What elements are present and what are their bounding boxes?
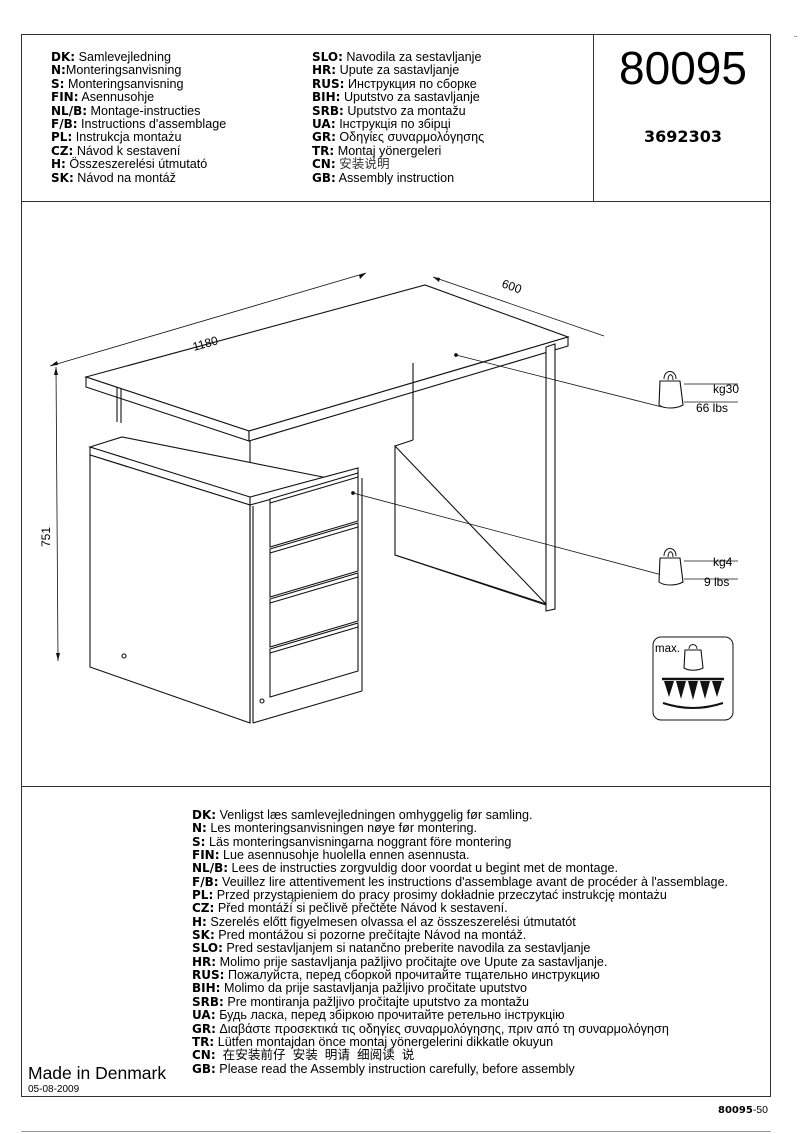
weight-icon [658, 371, 738, 409]
header-divider [22, 201, 770, 202]
note-row: BIH: Molimo da prije sastavljanja pažlji… [192, 981, 528, 996]
title-row: NL/B: Montage-instructies [51, 103, 201, 118]
note-row: H: Szerelés előtt figyelmesen olvassa el… [192, 914, 576, 929]
title-row: FIN: Asennusohje [51, 90, 155, 105]
title-row: UA: Інструкція по збірці [312, 117, 451, 132]
model-number: 80095 [619, 42, 747, 94]
title-row: N:Monteringsanvisning [51, 63, 182, 78]
title-row: GR: Οδηγίες συναρμολόγησης [312, 130, 485, 145]
note-row: NL/B: Lees de instructies zorgvuldig doo… [192, 861, 618, 876]
title-list-right: SLO: Navodila za sestavljanje HR: Upute … [312, 50, 485, 185]
print-date: 05-08-2009 [28, 1084, 80, 1095]
note-row: TR: Lütfen montajdan önce montaj yönerge… [192, 1034, 554, 1049]
title-row: SRB: Uputstvo za montažu [312, 103, 466, 118]
title-row: CZ: Návod k sestavení [51, 143, 181, 158]
title-row: F/B: Instructions d'assemblage [51, 117, 227, 132]
title-row: BIH: Uputstvo za sastavljanje [312, 90, 480, 105]
corner-mark [794, 36, 797, 37]
max-load-label: max. [655, 643, 680, 655]
page-reference: 80095-50 [718, 1104, 768, 1116]
read-instructions-notes: DK: Venligst læs samlevejledningen omhyg… [192, 808, 729, 1076]
title-row: CN: 安装说明 [312, 157, 390, 172]
title-row: SK: Návod na montáž [51, 170, 176, 185]
note-row: FIN: Lue asennusohje huolella ennen asen… [192, 848, 470, 863]
note-row: N: Les monteringsanvisningen nøye før mo… [192, 821, 478, 836]
title-row: SLO: Navodila za sestavljanje [312, 50, 482, 64]
footer-divider [21, 1131, 771, 1132]
title-row: TR: Montaj yönergeleri [312, 143, 442, 158]
title-row: PL: Instrukcja montażu [51, 130, 182, 145]
diagram-divider [22, 786, 770, 787]
weight-icon [658, 548, 738, 586]
drawer-load-lbs: 9 lbs [704, 575, 729, 589]
title-row: S: Monteringsanvisning [51, 76, 184, 91]
note-row: GR: Διαβάστε προσεκτικά τις οδηγίες συνα… [192, 1021, 669, 1036]
title-row: GB: Assembly instruction [312, 170, 455, 185]
title-row: H: Összeszerelési útmutató [51, 157, 208, 172]
note-row: UA: Будь ласка, перед збіркою прочитайте… [192, 1008, 565, 1023]
title-row: RUS: Инструкция по сборке [312, 76, 477, 91]
note-row: F/B: Veuillez lire attentivement les ins… [192, 874, 729, 889]
note-row: CN: 在安装前仔 安装 明请 细阅读 说 [192, 1048, 415, 1063]
width-dimension: 1180 [191, 333, 220, 354]
made-in-label: Made in Denmark [28, 1063, 167, 1083]
tabletop-load-lbs: 66 lbs [696, 401, 728, 415]
note-row: CZ: Před montáží si pečlivě přečtěte Náv… [192, 901, 508, 916]
note-row: PL: Przed przystąpieniem do pracy prosim… [192, 888, 667, 903]
note-row: HR: Molimo prije sastavljanja pažljivo p… [192, 954, 608, 969]
note-row: S: Läs monteringsanvisningarna noggrant … [192, 834, 512, 849]
article-number: 3692303 [644, 127, 722, 146]
title-list-left: DK: Samlevejledning N:Monteringsanvisnin… [51, 50, 227, 185]
title-row: DK: Samlevejledning [51, 50, 171, 64]
note-row: DK: Venligst læs samlevejledningen omhyg… [192, 808, 533, 822]
document-frame: DK: Samlevejledning N:Monteringsanvisnin… [21, 34, 771, 1097]
drawer-load-kg: kg4 [713, 555, 733, 569]
title-row: HR: Upute za sastavljanje [312, 63, 460, 78]
note-row: SRB: Pre montiranja pažljivo pročitajte … [192, 994, 530, 1009]
height-dimension: 751 [39, 527, 53, 547]
desk-diagram: 1180 600 751 kg30 66 lbs kg4 9 lbs max. [39, 272, 739, 724]
note-row: GB: Please read the Assembly instruction… [192, 1061, 575, 1076]
note-row: SK: Pred montážou si pozorne prečítajte … [192, 928, 527, 943]
note-row: SLO: Pred sestavljanjem si natančno preb… [192, 941, 591, 956]
note-row: RUS: Пожалуйста, перед сборкой прочитайт… [192, 968, 600, 983]
depth-dimension: 600 [500, 277, 524, 297]
header-divider-vertical [593, 35, 594, 201]
tabletop-load-kg: kg30 [713, 382, 739, 396]
